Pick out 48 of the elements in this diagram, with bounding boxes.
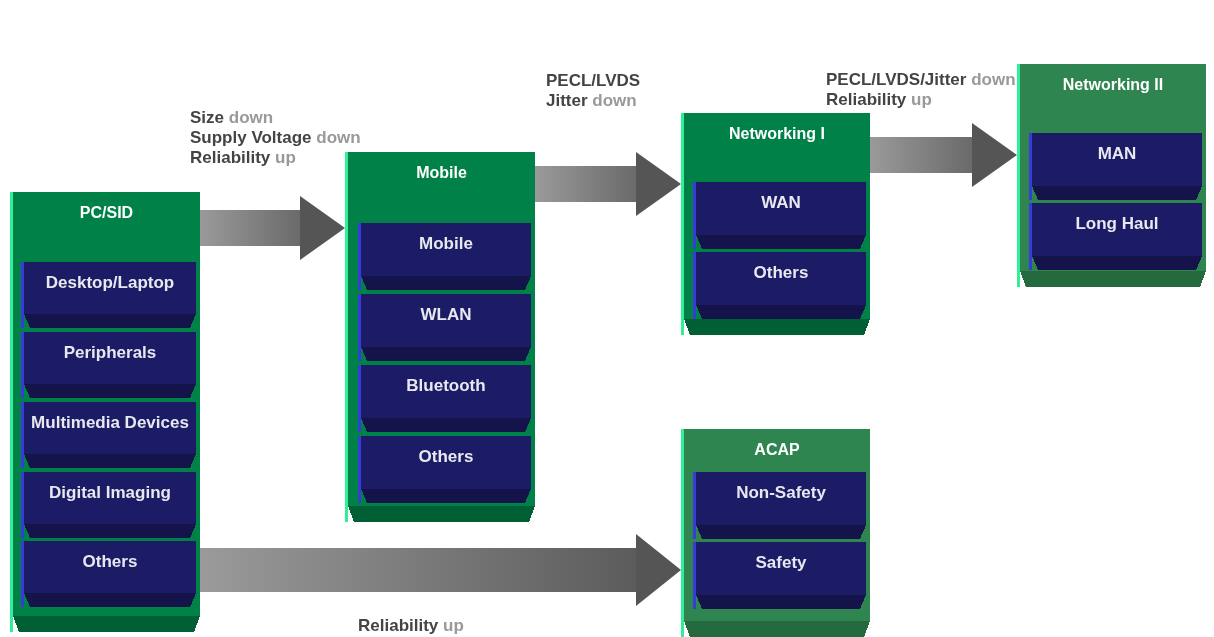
category-box xyxy=(693,182,866,249)
edge-label: PECL/LVDS Jitter down xyxy=(546,71,642,111)
segment-panel xyxy=(1017,64,1206,287)
category-label: Others xyxy=(81,551,139,572)
segment-title: Networking II xyxy=(1061,76,1165,94)
segment-panel xyxy=(10,192,200,632)
category-box xyxy=(21,472,196,538)
category-label: Mobile xyxy=(418,233,474,254)
edge-label: PECL/LVDS/Jitter down Reliability up xyxy=(826,70,1016,110)
category-label: Non-Safety xyxy=(735,482,827,503)
category-box xyxy=(21,332,196,398)
segment-title: Mobile xyxy=(415,164,468,182)
category-box xyxy=(1029,133,1202,200)
block-arrow xyxy=(200,196,345,260)
block-arrow xyxy=(535,152,681,216)
block-arrow xyxy=(200,534,681,606)
category-box xyxy=(21,541,196,607)
category-box xyxy=(21,262,196,328)
segment-title: PC/SID xyxy=(78,204,135,222)
category-box xyxy=(358,223,531,290)
category-box xyxy=(358,365,531,432)
edge-label: Reliability up xyxy=(358,616,465,636)
segment-title: Networking I xyxy=(728,125,826,143)
category-label: Safety xyxy=(754,552,808,573)
category-box xyxy=(1029,203,1202,270)
category-box xyxy=(358,294,531,361)
category-label: Multimedia Devices xyxy=(30,412,190,433)
category-box xyxy=(693,472,866,539)
category-label: Others xyxy=(752,262,810,283)
category-label: WAN xyxy=(760,192,802,213)
category-label: MAN xyxy=(1096,143,1138,164)
category-label: Others xyxy=(417,446,475,467)
block-arrow xyxy=(870,123,1017,187)
category-box xyxy=(358,436,531,503)
category-label: WLAN xyxy=(419,304,473,325)
category-label: Digital Imaging xyxy=(48,482,172,503)
category-box xyxy=(693,252,866,319)
segment-panel xyxy=(681,429,870,637)
segment-panel xyxy=(345,152,535,522)
category-label: Bluetooth xyxy=(405,375,487,396)
category-label: Long Haul xyxy=(1074,213,1160,234)
category-box xyxy=(21,402,196,468)
category-label: Peripherals xyxy=(62,342,158,363)
category-label: Desktop/Laptop xyxy=(44,272,176,293)
segment-panel xyxy=(681,113,870,335)
edge-label: Size down Supply Voltage down Reliability up xyxy=(190,108,362,168)
segment-title: ACAP xyxy=(753,441,801,459)
category-box xyxy=(693,542,866,609)
